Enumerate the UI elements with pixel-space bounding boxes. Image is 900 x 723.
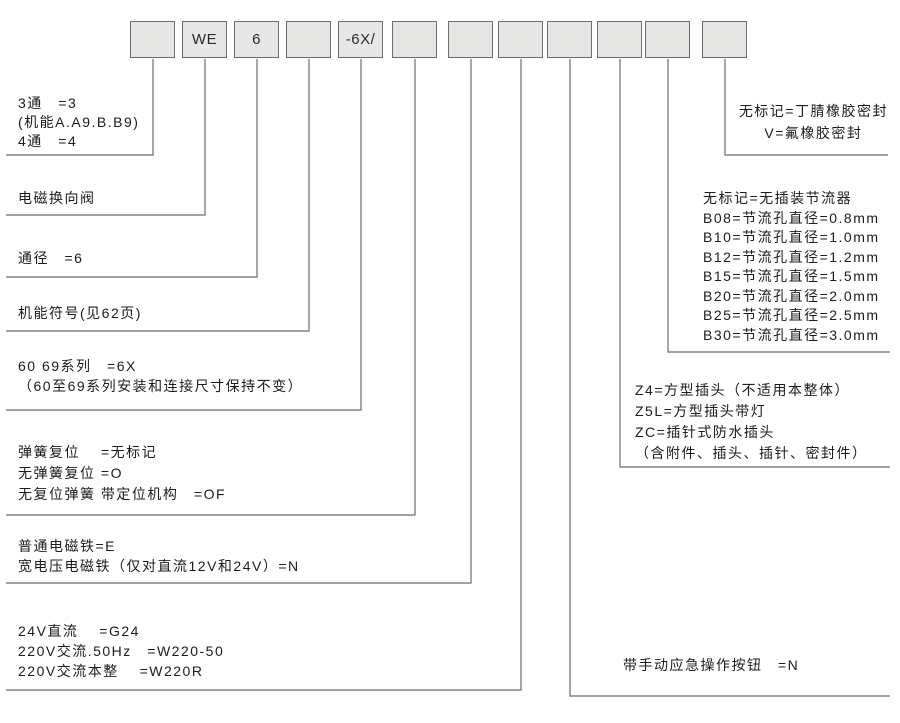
label-line: （含附件、插头、插针、密封件）	[635, 445, 868, 461]
label-line: 带手动应急操作按钮 =N	[623, 657, 800, 673]
label-line: （60至69系列安装和连接尺寸保持不变）	[18, 378, 304, 394]
connector-box-manual	[569, 59, 890, 697]
label-line: 弹簧复位 =无标记	[18, 444, 158, 460]
connector-box-solenoid	[6, 59, 472, 584]
label-line: B10=节流孔直径=1.0mm	[703, 229, 880, 245]
label-line: B20=节流孔直径=2.0mm	[703, 287, 880, 304]
label-voltage: 24V直流 =G24 220V交流.50Hz =W220-50 220V交流本整…	[18, 621, 224, 681]
label-line: 宽电压电磁铁（仅对直流12V和24V）=N	[18, 558, 300, 574]
label-line: (机能A.A9.B.B9)	[18, 114, 140, 130]
connector-box-plug	[619, 59, 890, 468]
label-size: 通径 =6	[18, 248, 83, 268]
connector-box-voltage	[6, 59, 522, 691]
label-line: 通径 =6	[18, 250, 84, 266]
code-box-throttle	[645, 21, 690, 58]
code-box-series: -6X/	[338, 21, 383, 58]
label-symbol: 机能符号(见62页)	[18, 303, 142, 323]
label-line: B30=节流孔直径=3.0mm	[703, 326, 880, 343]
label-line: 3通 =3	[18, 95, 78, 111]
label-line: 普通电磁铁=E	[18, 538, 117, 554]
label-line: V=氟橡胶密封	[764, 125, 863, 141]
label-line: 机能符号(见62页)	[18, 305, 142, 321]
label-line: 60 69系列 =6X	[18, 358, 137, 374]
connector-box-symbol	[6, 59, 310, 332]
label-manual: 带手动应急操作按钮 =N	[623, 655, 799, 675]
code-box-solenoid	[448, 21, 493, 58]
label-line: Z5L=方型插头带灯	[635, 403, 767, 419]
code-box-voltage	[498, 21, 543, 58]
connector-box-series	[6, 59, 362, 411]
connector-box-ways	[6, 59, 154, 156]
label-line: 无复位弹簧 带定位机构 =OF	[18, 486, 227, 502]
label-seal: 无标记=丁腈橡胶密封 V=氟橡胶密封	[739, 100, 888, 144]
code-box-symbol	[286, 21, 331, 58]
label-line: 220V交流本整 =W220R	[18, 663, 204, 679]
label-line: 无标记=丁腈橡胶密封	[738, 103, 888, 119]
label-series: 60 69系列 =6X （60至69系列安装和连接尺寸保持不变）	[18, 356, 303, 396]
label-line: B15=节流孔直径=1.5mm	[703, 268, 880, 284]
code-box-valve: WE	[182, 21, 227, 58]
label-spring: 弹簧复位 =无标记 无弹簧复位 =O 无复位弹簧 带定位机构 =OF	[18, 442, 226, 505]
code-box-plug	[597, 21, 642, 58]
connector-box-size	[6, 59, 258, 278]
label-line: Z4=方型插头（不适用本整体）	[635, 382, 851, 398]
label-line: B12=节流孔直径=1.2mm	[703, 248, 880, 265]
label-line: 无弹簧复位 =O	[18, 465, 123, 481]
label-line: 4通 =4	[18, 133, 78, 149]
code-box-ways	[130, 21, 175, 58]
code-box-seal	[702, 21, 747, 58]
label-line: ZC=插针式防水插头	[635, 424, 775, 440]
label-line: 电磁换向阀	[18, 190, 96, 206]
label-line: 无标记=无插装节流器	[703, 190, 853, 206]
connector-box-seal	[724, 59, 888, 156]
code-box-spring	[392, 21, 437, 58]
connector-box-throttle	[667, 59, 890, 353]
label-plug: Z4=方型插头（不适用本整体） Z5L=方型插头带灯 ZC=插针式防水插头 （含…	[635, 380, 868, 464]
label-throttle: 无标记=无插装节流器 B08=节流孔直径=0.8mm B10=节流孔直径=1.0…	[703, 189, 880, 345]
label-solenoid: 普通电磁铁=E 宽电压电磁铁（仅对直流12V和24V）=N	[18, 536, 300, 576]
code-box-size: 6	[234, 21, 279, 58]
connector-box-spring	[6, 59, 416, 516]
connector-box-valve	[6, 59, 206, 216]
label-ways: 3通 =3 (机能A.A9.B.B9) 4通 =4	[18, 94, 139, 151]
label-line: B25=节流孔直径=2.5mm	[703, 307, 880, 323]
code-box-manual	[547, 21, 592, 58]
label-valve: 电磁换向阀	[18, 188, 96, 208]
label-line: 24V直流 =G24	[18, 623, 140, 639]
label-line: B08=节流孔直径=0.8mm	[703, 209, 880, 226]
label-line: 220V交流.50Hz =W220-50	[18, 643, 225, 659]
